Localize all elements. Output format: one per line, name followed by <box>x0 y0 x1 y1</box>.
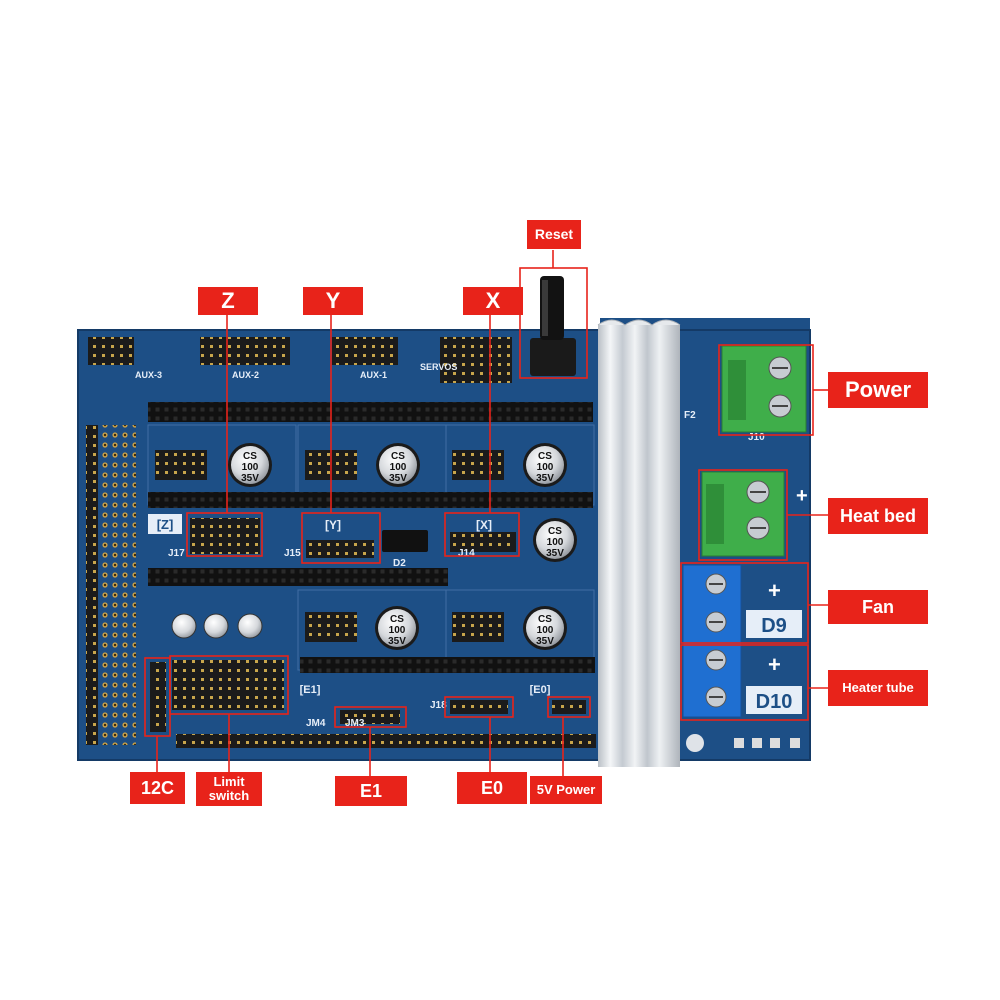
i2c-pins <box>150 662 166 732</box>
svg-text:CS: CS <box>390 614 404 625</box>
svg-text:35V: 35V <box>536 473 554 484</box>
svg-text:AUX-3: AUX-3 <box>135 370 162 380</box>
svg-text:[E0]: [E0] <box>530 684 551 696</box>
label-heat-bed: Heat bed <box>828 498 928 534</box>
svg-text:CS: CS <box>243 451 257 462</box>
svg-text:J18: J18 <box>430 700 447 711</box>
svg-text:D9: D9 <box>761 615 787 637</box>
svg-text:CS: CS <box>548 526 562 537</box>
svg-text:J10: J10 <box>748 432 765 443</box>
fan-heater-terminal <box>682 564 742 718</box>
svg-text:100: 100 <box>390 462 407 473</box>
svg-text:100: 100 <box>537 462 554 473</box>
label-reset: Reset <box>527 220 581 249</box>
svg-text:JM3: JM3 <box>345 718 365 729</box>
label-5v-power: 5V Power <box>530 776 602 804</box>
heat-bed-terminal <box>701 471 785 557</box>
svg-text:35V: 35V <box>241 473 259 484</box>
d9-d10-silkscreen: D9 D10 + + <box>746 578 802 714</box>
label-z: Z <box>198 287 258 315</box>
svg-text:CS: CS <box>391 451 405 462</box>
top-aux-headers <box>88 337 512 383</box>
svg-text:35V: 35V <box>536 636 554 647</box>
heatsink <box>597 319 681 767</box>
label-e1: E1 <box>335 776 407 806</box>
svg-text:[E1]: [E1] <box>300 684 321 696</box>
svg-text:AUX-1: AUX-1 <box>360 370 387 380</box>
svg-text:35V: 35V <box>546 548 564 559</box>
label-x: X <box>463 287 523 315</box>
svg-text:AUX-2: AUX-2 <box>232 370 259 380</box>
svg-text:+: + <box>768 578 781 603</box>
label-i2c: 12C <box>130 772 185 804</box>
left-header-strip <box>86 425 98 745</box>
label-heater-tube: Heater tube <box>828 670 928 706</box>
capacitors <box>171 443 577 650</box>
svg-text:[Z]: [Z] <box>157 517 174 532</box>
svg-text:[Y]: [Y] <box>325 518 341 532</box>
driver-socket-rows <box>148 402 595 673</box>
label-fan: Fan <box>828 590 928 624</box>
power-terminal <box>721 345 807 433</box>
svg-text:J14: J14 <box>458 548 475 559</box>
svg-text:F2: F2 <box>684 410 696 421</box>
reset-button-part <box>530 276 576 376</box>
svg-text:D2: D2 <box>393 558 406 569</box>
silkscreen-tags: [Z] [Y] [X] [E1] [E0] J17 J15 J14 JM3 JM… <box>135 362 765 729</box>
stepper-connectors <box>190 518 586 724</box>
label-power: Power <box>828 372 928 408</box>
svg-text:+: + <box>768 652 781 677</box>
d2-jumper <box>382 530 428 552</box>
svg-text:SERVOS: SERVOS <box>420 362 457 372</box>
svg-text:CS: CS <box>538 451 552 462</box>
heat-bed-plus: + <box>796 485 808 507</box>
svg-text:J17: J17 <box>168 548 185 559</box>
svg-text:100: 100 <box>389 625 406 636</box>
svg-text:JM4: JM4 <box>306 718 326 729</box>
svg-text:100: 100 <box>547 537 564 548</box>
label-y: Y <box>303 287 363 315</box>
status-leds <box>686 734 800 752</box>
svg-text:35V: 35V <box>389 473 407 484</box>
svg-text:D10: D10 <box>756 691 793 713</box>
svg-text:100: 100 <box>242 462 259 473</box>
label-e0: E0 <box>457 772 527 804</box>
bottom-header-row <box>176 734 596 748</box>
svg-text:J15: J15 <box>284 548 301 559</box>
leader-lines <box>156 250 828 776</box>
svg-text:[X]: [X] <box>476 518 492 532</box>
svg-text:100: 100 <box>537 625 554 636</box>
svg-text:CS: CS <box>538 614 552 625</box>
svg-text:35V: 35V <box>388 636 406 647</box>
limit-switch-pins <box>172 660 284 710</box>
